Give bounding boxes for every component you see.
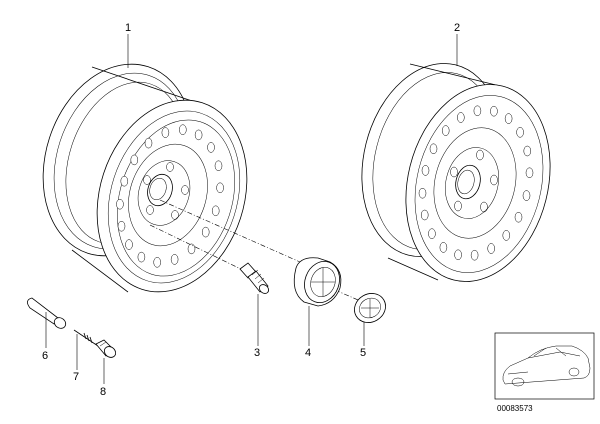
vent-hole bbox=[514, 211, 523, 223]
vent-hole bbox=[153, 257, 161, 268]
vent-hole bbox=[418, 187, 427, 199]
valve-illustration bbox=[95, 339, 117, 358]
vent-hole bbox=[429, 143, 438, 155]
vent-hole bbox=[117, 220, 126, 232]
vent-hole bbox=[144, 137, 153, 149]
vent-hole bbox=[441, 125, 450, 136]
vent-hole bbox=[137, 251, 146, 263]
label-6: 6 bbox=[42, 350, 48, 362]
vent-hole bbox=[120, 175, 129, 187]
label-7: 7 bbox=[73, 371, 79, 383]
vent-hole bbox=[428, 228, 436, 239]
wheel-1-illustration bbox=[42, 63, 248, 293]
label-4: 4 bbox=[305, 347, 311, 359]
vent-hole bbox=[470, 249, 479, 261]
vent-hole bbox=[454, 249, 462, 261]
vent-hole bbox=[523, 145, 532, 157]
vent-hole bbox=[525, 167, 534, 179]
car-illustration bbox=[502, 345, 591, 387]
car-thumbnail-inset: 00083573 bbox=[494, 332, 595, 413]
vent-hole bbox=[457, 112, 465, 123]
vent-hole bbox=[473, 105, 482, 117]
label-3: 3 bbox=[254, 347, 260, 359]
label-5: 5 bbox=[360, 347, 366, 359]
label-1: 1 bbox=[125, 22, 131, 34]
label-8: 8 bbox=[100, 386, 106, 398]
vent-hole bbox=[504, 113, 513, 124]
emblem-illustration bbox=[354, 293, 386, 323]
vent-hole bbox=[207, 142, 215, 153]
vent-hole bbox=[161, 127, 170, 138]
axis-line-hubcap bbox=[159, 199, 301, 263]
valve-insert-illustration bbox=[73, 329, 99, 347]
vent-hole bbox=[214, 160, 223, 172]
vent-hole bbox=[125, 239, 133, 250]
valve-cap-illustration bbox=[27, 297, 67, 329]
wheel-2-illustration bbox=[361, 63, 551, 282]
vent-hole bbox=[490, 105, 498, 117]
label-2: 2 bbox=[454, 22, 460, 34]
axis-line-bolt bbox=[149, 224, 248, 273]
vent-hole bbox=[522, 190, 531, 201]
vent-hole bbox=[170, 254, 179, 265]
document-number: 00083573 bbox=[497, 404, 533, 413]
vent-hole bbox=[420, 209, 429, 221]
vent-hole bbox=[201, 226, 210, 238]
vent-hole bbox=[179, 124, 187, 135]
vent-hole bbox=[439, 242, 448, 253]
bolt-illustration bbox=[239, 262, 270, 294]
vent-hole bbox=[502, 230, 511, 241]
vent-hole bbox=[421, 165, 430, 176]
vent-hole bbox=[487, 243, 495, 254]
vent-hole bbox=[516, 127, 524, 138]
vent-hole bbox=[216, 182, 224, 194]
vent-hole bbox=[130, 154, 139, 166]
vent-hole bbox=[116, 198, 124, 210]
vent-hole bbox=[211, 205, 220, 217]
vent-hole bbox=[187, 243, 196, 255]
vent-hole bbox=[194, 129, 203, 141]
hub-cap-illustration bbox=[293, 257, 342, 307]
